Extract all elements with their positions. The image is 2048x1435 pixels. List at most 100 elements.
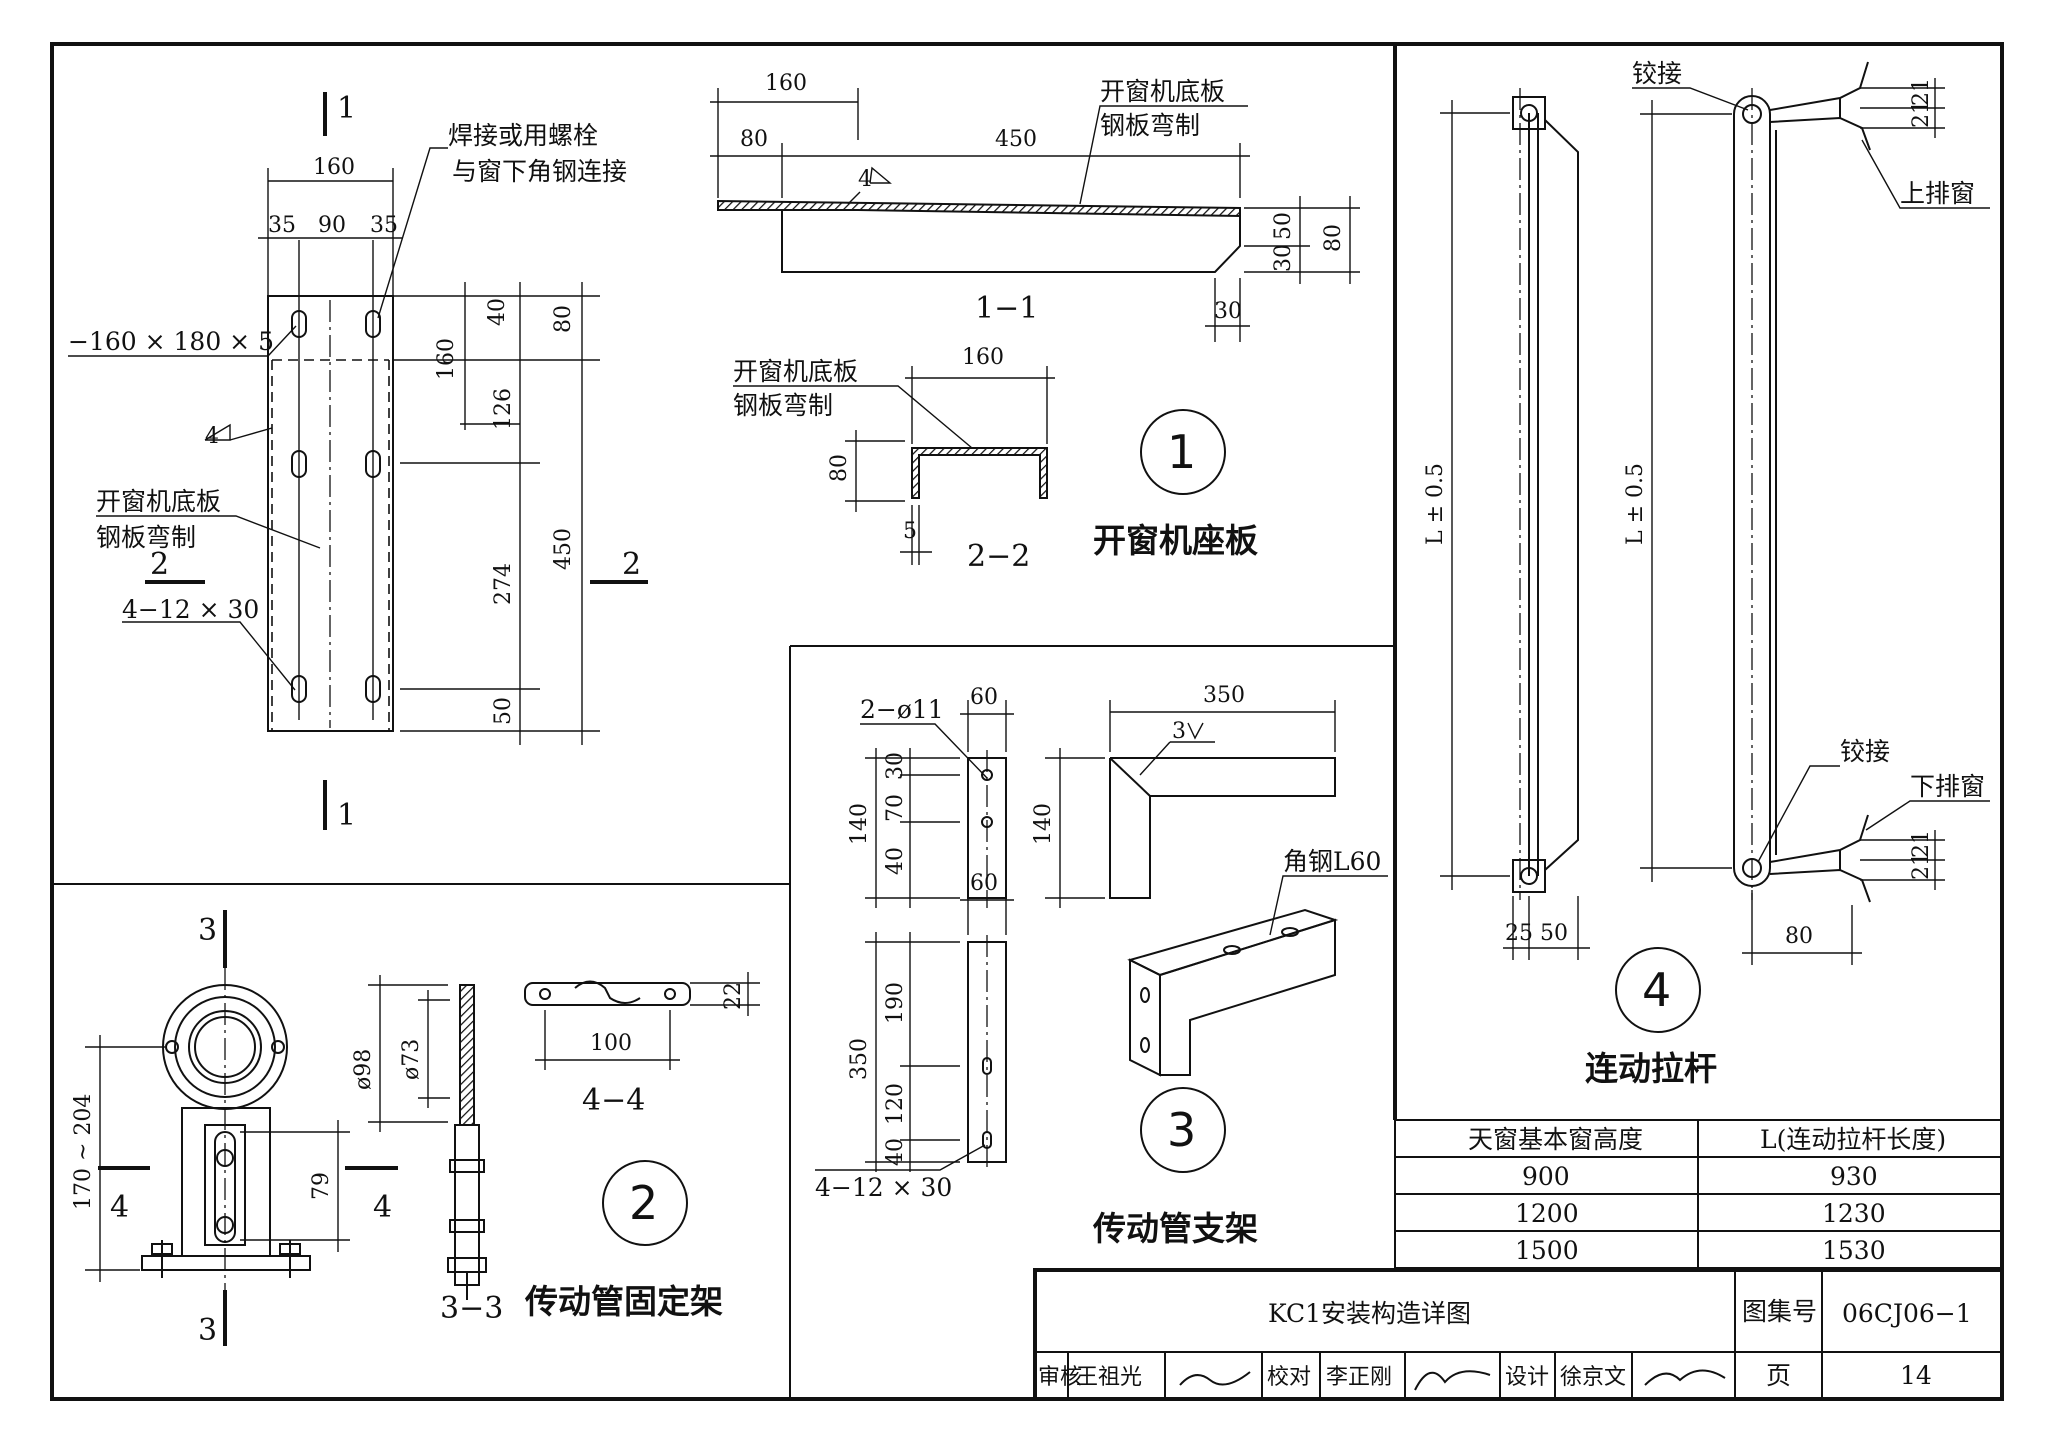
dim-274: 274 <box>491 563 516 605</box>
panel-2-tube-clamp: 3 3 4 4 170 ~ 204 79 <box>71 910 760 1348</box>
title-block: KC1安装构造详图 图集号 06CJ06−1 审核 王祖光 校对 李正刚 设计 … <box>1033 1268 2004 1401</box>
detail-4-title: 连动拉杆 <box>1585 1049 1717 1088</box>
note-weld-line2: 与窗下角钢连接 <box>452 157 627 186</box>
panel-1-mount-plate: 1 1 160 35 90 35 <box>68 71 1360 833</box>
dim-450-v: 450 <box>551 528 576 570</box>
section-2-2: 160 80 5 开窗机底板 钢板弯制 2−2 <box>733 345 1055 574</box>
p3-dim-40a: 40 <box>883 847 908 875</box>
p4-dim-21-bottom-b: 21 <box>1909 852 1934 880</box>
p3-holes-top: 2−ø11 <box>860 695 944 724</box>
review-label: 审核 <box>1038 1365 1082 1390</box>
dim-73: ø73 <box>399 1039 424 1080</box>
dim-80: 80 <box>551 305 576 333</box>
slot-holes <box>291 240 381 720</box>
detail-1-circle <box>1140 409 1226 495</box>
p4-length-right: L ± 0.5 <box>1623 463 1648 545</box>
table-header-length: L(连动拉杆长度) <box>1760 1125 1946 1154</box>
s22-dim-5: 5 <box>903 519 917 544</box>
s11-dim-80: 80 <box>740 127 768 152</box>
p3-holes-bottom: 4−12 × 30 <box>815 1173 952 1202</box>
table-row-3-height: 1500 <box>1515 1236 1579 1265</box>
p3-dim-120: 120 <box>883 1083 908 1125</box>
detail-2-circle <box>602 1160 688 1246</box>
note-weld-line1: 焊接或用螺栓 <box>448 121 598 150</box>
p4-lower-window: 下排窗 <box>1910 772 1985 801</box>
detail-1-title: 开窗机座板 <box>1093 521 1258 560</box>
p3-dim-60b: 60 <box>970 871 998 896</box>
rod-length-table: 天窗基本窗高度 L(连动拉杆长度) 900 930 1200 1230 1500… <box>1394 1119 2003 1269</box>
detail-2-title: 传动管固定架 <box>524 1282 723 1321</box>
page-label: 页 <box>1766 1361 1791 1390</box>
detail-3-number: 3 <box>1167 1103 1196 1157</box>
dim-98: ø98 <box>351 1049 376 1090</box>
reviewer-name: 王祖光 <box>1076 1365 1142 1390</box>
base-label-2: 钢板弯制 <box>96 523 196 552</box>
dim-35a: 35 <box>268 213 296 238</box>
dim-50: 50 <box>491 697 516 725</box>
s22-dim-160: 160 <box>962 345 1004 370</box>
p4-upper-window: 上排窗 <box>1900 179 1975 208</box>
dim-90: 90 <box>318 213 346 238</box>
designer-name: 徐京文 <box>1560 1365 1626 1390</box>
atlas-number: 06CJ06−1 <box>1842 1299 1972 1328</box>
dim-160-top: 160 <box>313 155 355 180</box>
p4-length-left: L ± 0.5 <box>1423 463 1448 545</box>
p3-dim-60a: 60 <box>970 685 998 710</box>
detail-4-circle <box>1615 947 1701 1033</box>
page-number: 14 <box>1900 1361 1932 1390</box>
p4-dim-21-bottom-a: 21 <box>1909 830 1934 858</box>
s11-dim-450: 450 <box>995 127 1037 152</box>
p3-dim-190: 190 <box>883 982 908 1024</box>
table-row-2-height: 1200 <box>1515 1199 1579 1228</box>
cut-mark-1-top: 1 <box>337 91 356 126</box>
section-1-1-title: 1−1 <box>975 291 1038 326</box>
detail-3-title: 传动管支架 <box>1092 1209 1258 1248</box>
design-label: 设计 <box>1505 1365 1549 1390</box>
dim-170-204: 170 ~ 204 <box>71 1094 96 1210</box>
detail-4-number: 4 <box>1642 963 1671 1017</box>
cut-mark-4-right: 4 <box>373 1190 392 1225</box>
s22-label-1: 开窗机底板 <box>733 357 858 386</box>
table-row-3-length: 1530 <box>1822 1236 1886 1265</box>
detail-3-circle <box>1140 1087 1226 1173</box>
cut-mark-2-left: 2 <box>150 547 169 582</box>
section-2-2-title: 2−2 <box>967 539 1030 574</box>
frame <box>50 42 2004 1401</box>
s22-dim-80: 80 <box>827 454 852 482</box>
p3-dim-140a: 140 <box>847 803 872 845</box>
p3-angle-label: 角钢L60 <box>1283 847 1381 876</box>
s11-dim-50: 50 <box>1271 212 1296 240</box>
drawing-title: KC1安装构造详图 <box>1268 1299 1471 1328</box>
s11-weld: 4 <box>858 167 872 192</box>
table-header-height: 天窗基本窗高度 <box>1468 1125 1643 1154</box>
p3-dim-40b: 40 <box>883 1138 908 1166</box>
dim-79: 79 <box>309 1172 334 1200</box>
p3-dim-350-h: 350 <box>1203 683 1245 708</box>
s22-label-2: 钢板弯制 <box>733 391 833 420</box>
p4-dim-50: 50 <box>1540 921 1568 946</box>
cut-mark-3-bottom: 3 <box>198 1313 217 1348</box>
s11-label-1: 开窗机底板 <box>1100 77 1225 106</box>
section-3-3-title: 3−3 <box>440 1291 503 1326</box>
s11-dim-160: 160 <box>765 71 807 96</box>
check-label: 校对 <box>1267 1365 1311 1390</box>
cut-mark-2-right: 2 <box>622 547 641 582</box>
s11-dim-30-bottom: 30 <box>1214 299 1242 324</box>
dim-100: 100 <box>590 1031 632 1056</box>
holes-label: 4−12 × 30 <box>122 595 259 624</box>
cut-mark-3-top: 3 <box>198 913 217 948</box>
table-row-2-length: 1230 <box>1822 1199 1886 1228</box>
checker-signature <box>1414 1370 1491 1391</box>
p3-dim-70: 70 <box>883 794 908 822</box>
section-1-1: 160 80 450 50 30 80 30 4 开窗机底板 钢板弯制 <box>710 71 1360 342</box>
dim-35b: 35 <box>370 213 398 238</box>
atlas-label: 图集号 <box>1742 1297 1817 1326</box>
p4-dim-80: 80 <box>1785 924 1813 949</box>
p3-weld: 3 <box>1172 719 1186 744</box>
s11-dim-80-v: 80 <box>1321 224 1346 252</box>
table-row-1-height: 900 <box>1522 1162 1570 1191</box>
p3-dim-30: 30 <box>883 752 908 780</box>
cut-mark-4-left: 4 <box>110 1190 129 1225</box>
plate-spec: −160 × 180 × 5 <box>68 327 274 356</box>
